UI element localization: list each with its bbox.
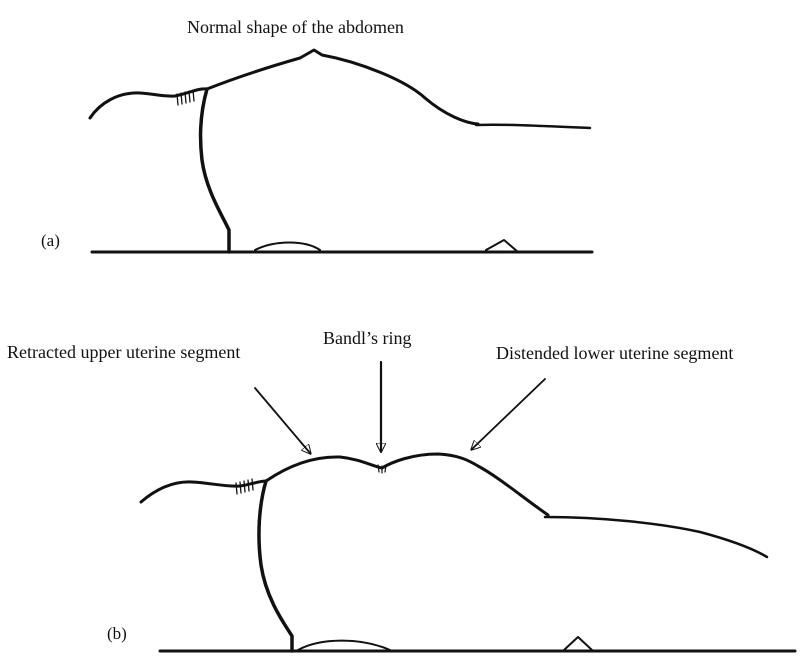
retracted-segment-label: Retracted upper uterine segment	[7, 343, 240, 361]
panel-b-lower-line	[545, 517, 767, 557]
panel-b-label: (b)	[107, 625, 127, 642]
panel-b-knee-tick	[564, 637, 592, 650]
panel-a-buttock-curve	[255, 243, 320, 251]
panel-a-torso-edge	[201, 89, 229, 252]
panel-a-diagram	[90, 50, 592, 252]
panel-b-abdomen-outline	[141, 454, 548, 515]
panel-b-diagram	[141, 362, 795, 651]
panel-a-thigh-line	[476, 125, 590, 128]
panel-b-buttock-curve	[298, 641, 390, 650]
panel-a-label: (a)	[41, 232, 60, 249]
panel-a-abdomen-outline	[90, 50, 478, 124]
panel-a-knee-tick	[486, 240, 518, 252]
retracted-segment-arrow	[255, 388, 310, 453]
distended-segment-label: Distended lower uterine segment	[496, 344, 733, 362]
panel-a-title: Normal shape of the abdomen	[187, 18, 404, 36]
distended-segment-arrow	[472, 379, 545, 449]
bandls-ring-label: Bandl’s ring	[323, 329, 412, 347]
panel-b-torso-edge	[259, 481, 292, 651]
